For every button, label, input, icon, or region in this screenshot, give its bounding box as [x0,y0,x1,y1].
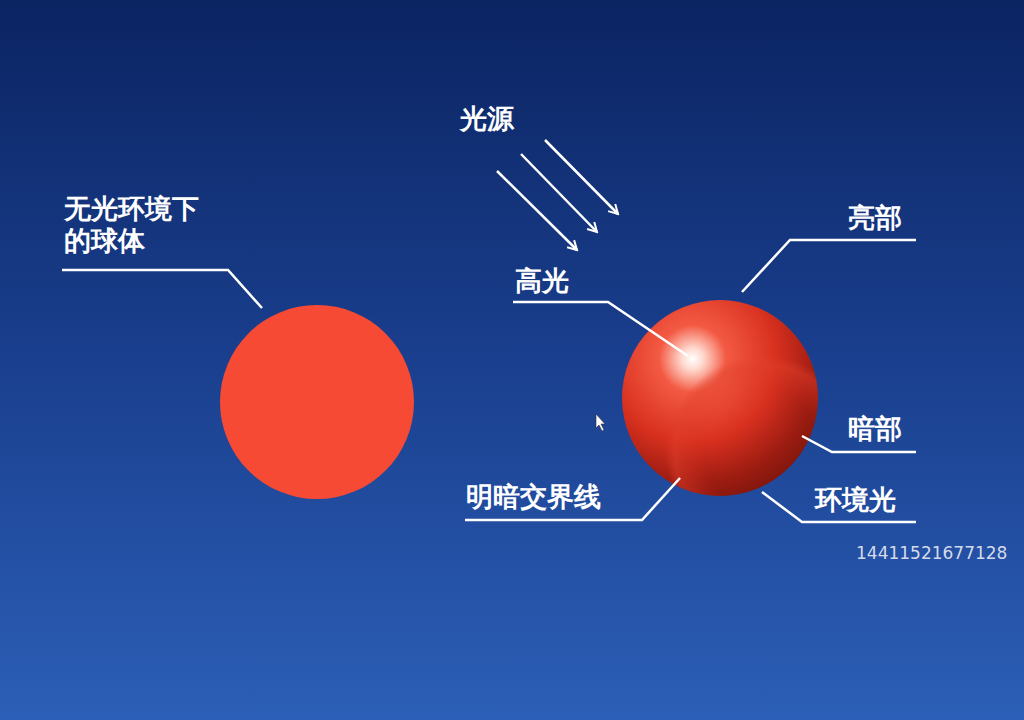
ambient-light-label: 环境光 [815,484,896,516]
flat-ball-label: 无光环境下 的球体 [64,193,214,258]
watermark: 14411521677128 [856,543,1007,563]
dark-side-label: 暗部 [848,413,902,445]
light-rays [497,140,618,250]
bright-side-label: 亮部 [848,202,902,234]
mouse-cursor [596,414,605,431]
light-source-label: 光源 [460,103,514,135]
flat-ball [220,305,414,499]
ball-rim [622,300,818,496]
leader-lines [62,240,916,522]
terminator-label: 明暗交界线 [466,481,601,513]
highlight-label: 高光 [515,265,569,297]
lit-ball [622,300,818,496]
